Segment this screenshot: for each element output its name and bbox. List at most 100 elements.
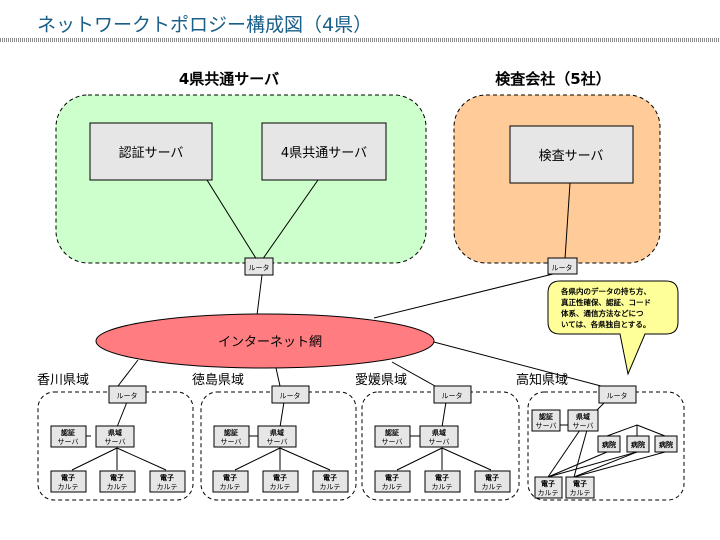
server-common[interactable]: 4県共通サーバ bbox=[261, 122, 387, 181]
prefecture-kochi-zone bbox=[527, 391, 685, 501]
pref-server-ehime[interactable]: 県域 サーバ bbox=[419, 425, 459, 448]
karte-line2: カルテ bbox=[432, 483, 453, 491]
karte-line1: 電子 bbox=[61, 473, 75, 482]
router-inspection[interactable]: ルータ bbox=[547, 257, 578, 275]
link-internet-kochi bbox=[429, 340, 602, 387]
pref-server-kagawa[interactable]: 県域 サーバ bbox=[95, 425, 135, 448]
pref-server-kagawa-line2: サーバ bbox=[105, 438, 126, 446]
karte-ehime-1[interactable]: 電子 カルテ bbox=[374, 470, 411, 493]
link-auth-router bbox=[206, 179, 258, 261]
hospital-kochi-3[interactable]: 病院 bbox=[654, 435, 678, 453]
prefecture-kochi-name: 高知県域 bbox=[516, 372, 568, 388]
auth-server-kochi-line2: サーバ bbox=[536, 422, 557, 430]
auth-server-ehime-line2: サーバ bbox=[382, 438, 403, 446]
karte-kagawa-1[interactable]: 電子 カルテ bbox=[50, 470, 87, 493]
karte-line1: 電子 bbox=[435, 473, 449, 482]
hospital-label: 病院 bbox=[602, 440, 616, 449]
internet-cloud[interactable]: インターネット網 bbox=[95, 313, 435, 369]
karte-line1: 電子 bbox=[273, 473, 287, 482]
prefecture-tokushima: 徳島県域 ルータ 認証 サーバ 県域 サーバ 電子 カルテ bbox=[192, 373, 357, 501]
pref-server-ehime-line2: サーバ bbox=[429, 438, 450, 446]
karte-line2: カルテ bbox=[157, 483, 178, 491]
karte-kochi-2[interactable]: 電子 カルテ bbox=[565, 476, 595, 499]
server-inspection[interactable]: 検査サーバ bbox=[509, 125, 634, 184]
auth-server-kochi-line1: 認証 bbox=[539, 412, 553, 421]
auth-server-kagawa-line1: 認証 bbox=[61, 428, 75, 437]
karte-line2: カルテ bbox=[538, 489, 559, 497]
karte-line2: カルテ bbox=[270, 483, 291, 491]
page-title: ネットワークトポロジー構成図（4県） bbox=[37, 14, 373, 36]
pref-server-kochi-line2: サーバ bbox=[573, 422, 594, 430]
karte-ehime-2[interactable]: 電子 カルテ bbox=[424, 470, 461, 493]
karte-tokushima-1[interactable]: 電子 カルテ bbox=[212, 470, 249, 493]
link-internet-ehime bbox=[391, 361, 436, 387]
router-common-label: ルータ bbox=[249, 263, 270, 272]
auth-server-ehime[interactable]: 認証 サーバ bbox=[374, 425, 411, 448]
hospital-kochi-1[interactable]: 病院 bbox=[597, 435, 621, 453]
karte-line1: 電子 bbox=[541, 479, 555, 488]
karte-line1: 電子 bbox=[385, 473, 399, 482]
router-common[interactable]: ルータ bbox=[244, 257, 274, 276]
server-inspection-label: 検査サーバ bbox=[539, 149, 604, 164]
router-kagawa-label: ルータ bbox=[117, 391, 138, 400]
note-line-3: 体系、通信方法などにつ bbox=[561, 308, 644, 318]
note-line-1: 各県内のデータの持ち方、 bbox=[560, 286, 651, 296]
server-auth-label: 認証サーバ bbox=[119, 145, 184, 161]
karte-line2: カルテ bbox=[107, 483, 128, 491]
karte-line1: 電子 bbox=[160, 473, 174, 482]
router-ehime-label: ルータ bbox=[442, 391, 463, 400]
pref-server-tokushima-line2: サーバ bbox=[267, 438, 288, 446]
karte-line1: 電子 bbox=[323, 473, 337, 482]
pref-server-tokushima[interactable]: 県域 サーバ bbox=[257, 425, 297, 448]
karte-line2: カルテ bbox=[570, 489, 591, 497]
karte-line1: 電子 bbox=[573, 479, 587, 488]
auth-server-kagawa[interactable]: 認証 サーバ bbox=[50, 425, 87, 448]
auth-server-kochi[interactable]: 認証 サーバ bbox=[531, 409, 561, 432]
top-links bbox=[117, 179, 602, 387]
pref-server-kochi-line1: 県域 bbox=[576, 412, 590, 421]
pref-server-ehime-line1: 県域 bbox=[432, 428, 446, 437]
link-internet-tokushima bbox=[275, 367, 281, 387]
prefecture-ehime-name: 愛媛県域 bbox=[355, 373, 407, 388]
karte-ehime-3[interactable]: 電子 カルテ bbox=[474, 470, 511, 493]
karte-line2: カルテ bbox=[58, 483, 79, 491]
karte-line2: カルテ bbox=[320, 483, 341, 491]
pref-server-kochi[interactable]: 県域 サーバ bbox=[567, 409, 599, 432]
hospital-kochi-2[interactable]: 病院 bbox=[626, 435, 650, 453]
hospital-label: 病院 bbox=[659, 440, 673, 449]
router-ehime[interactable]: ルータ bbox=[433, 385, 472, 404]
link-internet-kagawa bbox=[117, 359, 139, 387]
note-line-4: いては、各県独自とする。 bbox=[561, 319, 650, 329]
note-line-2: 真正性確保、認証、コード bbox=[561, 297, 651, 307]
karte-tokushima-3[interactable]: 電子 カルテ bbox=[312, 470, 349, 493]
server-auth[interactable]: 認証サーバ bbox=[89, 122, 213, 181]
router-tokushima[interactable]: ルータ bbox=[271, 385, 310, 404]
prefecture-tokushima-name: 徳島県域 bbox=[192, 373, 244, 388]
karte-line1: 電子 bbox=[110, 473, 124, 482]
router-kagawa[interactable]: ルータ bbox=[108, 385, 147, 404]
auth-server-tokushima-line2: サーバ bbox=[221, 438, 242, 446]
auth-server-tokushima[interactable]: 認証 サーバ bbox=[213, 425, 250, 448]
router-kochi-label: ルータ bbox=[607, 391, 628, 400]
prefecture-kagawa: 香川県域 ルータ 認証 サーバ 県域 サーバ 電子 カルテ bbox=[37, 373, 194, 501]
router-inspection-label: ルータ bbox=[552, 263, 573, 272]
karte-kagawa-3[interactable]: 電子 カルテ bbox=[149, 470, 186, 493]
karte-line2: カルテ bbox=[382, 483, 403, 491]
router-kochi[interactable]: ルータ bbox=[598, 385, 637, 404]
hospital-label: 病院 bbox=[631, 440, 645, 449]
pref-server-tokushima-line1: 県域 bbox=[270, 428, 284, 437]
server-common-label: 4県共通サーバ bbox=[281, 146, 367, 161]
karte-line1: 電子 bbox=[485, 473, 499, 482]
router-tokushima-label: ルータ bbox=[280, 391, 301, 400]
link-inspection-router bbox=[564, 182, 571, 260]
internet-label: インターネット網 bbox=[218, 335, 322, 350]
karte-kagawa-2[interactable]: 電子 カルテ bbox=[99, 470, 136, 493]
karte-kochi-1[interactable]: 電子 カルテ bbox=[534, 476, 563, 499]
link-common-router bbox=[261, 179, 319, 261]
inspection-zone-heading: 検査会社（5社） bbox=[495, 70, 610, 88]
pref-server-kagawa-line1: 県域 bbox=[108, 428, 122, 437]
auth-server-ehime-line1: 認証 bbox=[385, 428, 399, 437]
link-common-router-internet bbox=[256, 274, 263, 316]
title-divider bbox=[0, 38, 720, 42]
karte-tokushima-2[interactable]: 電子 カルテ bbox=[262, 470, 299, 493]
